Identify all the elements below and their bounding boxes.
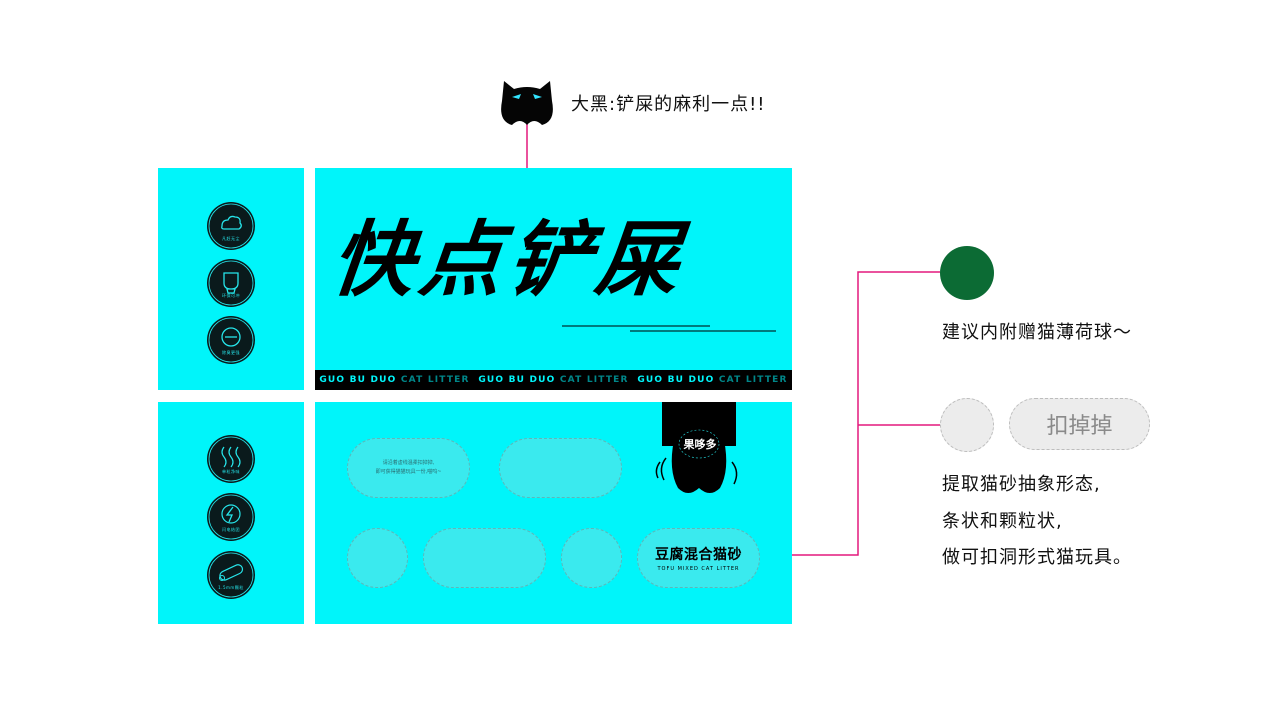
speaker-quote: 大黑:铲屎的麻利一点!! <box>571 94 766 115</box>
toy-cutout-pill-1[interactable]: 请沿着虚线温柔扣掉掉, 即可获得猫猫玩具一份,喵呜~ <box>347 438 470 498</box>
ghost-pill-toy: 扣掉掉 <box>1009 398 1150 450</box>
badge-odor-control: 单粒净味 <box>207 435 255 483</box>
lightning-clump-icon <box>208 494 254 540</box>
brand-strip: GUO BU DUO CAT LITTER GUO BU DUO CAT LIT… <box>315 370 792 390</box>
toy-cutout-pill-2[interactable] <box>499 438 622 498</box>
black-cat-head-icon <box>501 81 553 125</box>
brand-logo-text: 果哆多 <box>683 438 717 451</box>
catnip-note: 建议内附赠猫薄荷球～ <box>942 322 1132 343</box>
ghost-pill-label: 扣掉掉 <box>1046 414 1113 439</box>
badge-quick-clump: 闪电结团 <box>207 493 255 541</box>
badge-label: 单粒净味 <box>222 469 240 474</box>
cutout-instruction-2: 即可获得猫猫玩具一份,喵呜~ <box>375 469 442 475</box>
badge-dust-free: 凡赶无尘 <box>207 202 255 250</box>
toy-cutout-circle-2[interactable] <box>561 528 622 588</box>
toilet-icon <box>208 260 254 306</box>
main-top-panel <box>315 168 792 390</box>
cloud-pet-icon <box>208 203 254 249</box>
strip-item: GUO BU DUO CAT LITTER <box>319 375 470 385</box>
odor-waves-icon <box>208 436 254 482</box>
badge-label: 凡赶无尘 <box>222 236 240 241</box>
ghost-circle-toy <box>940 398 994 452</box>
badge-label: 1.5mm颗粒 <box>218 585 244 590</box>
badge-granule-size: 1.5mm颗粒 <box>207 551 255 599</box>
litter-bar-icon <box>208 552 254 598</box>
toy-cutout-circle-1[interactable] <box>347 528 408 588</box>
product-name-pill[interactable]: 豆腐混合猫砂 TOFU MIXED CAT LITTER <box>637 528 760 588</box>
badge-label: 环保可冲 <box>222 293 240 298</box>
deodorize-icon <box>208 317 254 363</box>
badge-label: 除臭更强 <box>222 350 240 355</box>
headline: 快点铲屎 <box>327 213 690 308</box>
toy-cutout-pill-3[interactable] <box>423 528 546 588</box>
headline-underlines <box>562 325 776 332</box>
description-line-2: 条状和颗粒状, <box>942 511 1063 532</box>
description-line-1: 提取猫砂抽象形态, <box>942 474 1101 495</box>
badge-flushable: 环保可冲 <box>207 259 255 307</box>
description-line-3: 做可扣洞形式猫玩具。 <box>942 547 1132 568</box>
product-name: 豆腐混合猫砂 <box>655 547 742 563</box>
product-subtitle: TOFU MIXED CAT LITTER <box>657 566 740 572</box>
strip-item: GUO BU DUO CAT LITTER <box>478 375 629 385</box>
cutout-instruction-1: 请沿着虚线温柔扣掉掉, <box>382 460 435 466</box>
badge-deodorize: 除臭更强 <box>207 316 255 364</box>
strip-item: GUO BU DUO CAT LITTER <box>637 375 788 385</box>
black-cat-logo-icon <box>655 418 738 493</box>
catnip-ball-icon <box>940 246 994 300</box>
badge-label: 闪电结团 <box>222 527 240 532</box>
